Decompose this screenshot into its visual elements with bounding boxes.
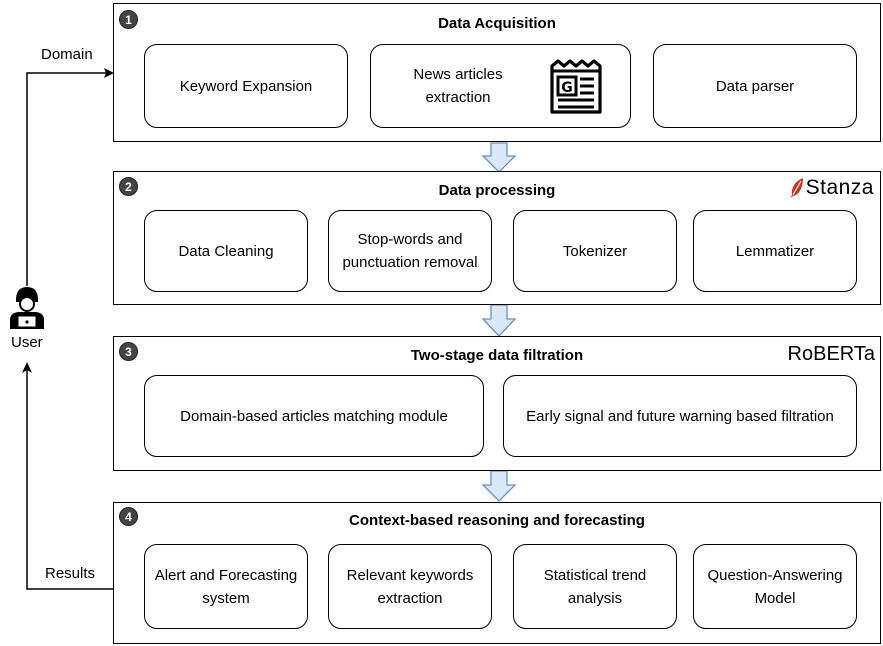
flow-arrow-3-4 <box>481 470 517 502</box>
stop-words-removal-box: Stop-words and punctuation removal <box>328 210 492 292</box>
data-parser-box: Data parser <box>653 44 857 128</box>
question-answering-box: Question-Answering Model <box>693 544 857 629</box>
news-article-icon: G <box>550 59 602 114</box>
domain-arrowhead <box>104 68 114 78</box>
domain-matching-box: Domain-based articles matching module <box>144 375 484 457</box>
stage-title: Two-stage data filtration <box>410 347 584 364</box>
stage-number-badge: 1 <box>119 10 138 29</box>
stage-data-processing: 2 Data processing Stanza Data Cleaning S… <box>113 171 881 305</box>
early-signal-filtration-box: Early signal and future warning based fi… <box>503 375 857 457</box>
domain-label: Domain <box>41 46 93 63</box>
news-articles-extraction-box: News articles extraction G <box>370 44 631 128</box>
flow-arrow-2-3 <box>481 304 517 337</box>
lemmatizer-box: Lemmatizer <box>693 210 857 292</box>
keyword-expansion-box: Keyword Expansion <box>144 44 348 128</box>
user-label: User <box>11 334 43 351</box>
keywords-extraction-box: Relevant keywords extraction <box>328 544 492 629</box>
results-arrowhead <box>22 362 32 373</box>
data-cleaning-box: Data Cleaning <box>144 210 308 292</box>
domain-arrow <box>26 72 108 286</box>
stage-data-acquisition: 1 Data Acquisition Keyword Expansion New… <box>113 3 881 142</box>
stage-title: Context-based reasoning and forecasting <box>349 512 645 529</box>
stage-number-badge: 2 <box>119 177 138 196</box>
results-line <box>26 370 113 590</box>
stage-two-stage-filtration: 3 Two-stage data filtration RoBERTa Doma… <box>113 336 881 471</box>
stanza-logo: Stanza <box>789 176 874 200</box>
news-articles-extraction-label: News articles extraction <box>413 66 503 106</box>
trend-analysis-box: Statistical trend analysis <box>513 544 677 629</box>
tokenizer-box: Tokenizer <box>513 210 677 292</box>
user-icon <box>10 287 44 329</box>
stage-context-reasoning: 4 Context-based reasoning and forecastin… <box>113 502 881 644</box>
feather-icon <box>789 178 803 198</box>
stanza-logo-text: Stanza <box>805 176 874 199</box>
flow-arrow-1-2 <box>481 142 517 173</box>
stage-title: Data Acquisition <box>438 15 556 32</box>
alert-forecasting-box: Alert and Forecasting system <box>144 544 308 629</box>
roberta-logo: RoBERTa <box>787 343 875 365</box>
stage-number-badge: 4 <box>119 507 138 526</box>
svg-text:G: G <box>561 80 573 96</box>
stage-number-badge: 3 <box>119 342 138 361</box>
results-label: Results <box>45 565 96 582</box>
stage-title: Data processing <box>438 182 556 199</box>
